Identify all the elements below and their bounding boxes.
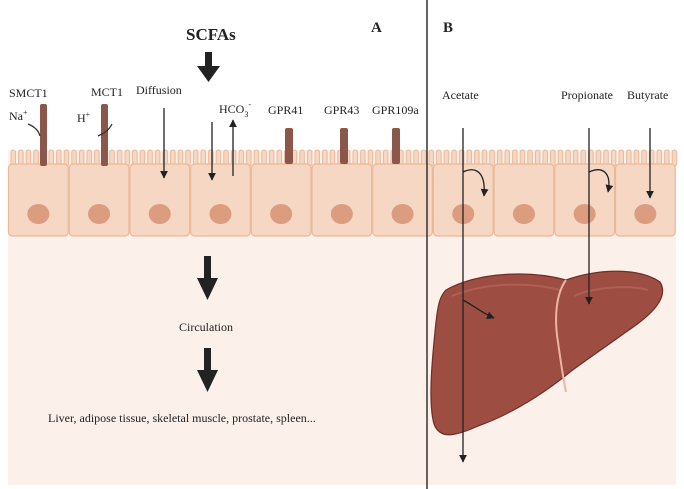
acetate-liver-uptake-arrow <box>462 299 495 320</box>
cell-nucleus <box>270 204 293 224</box>
label-smct1: SMCT1 <box>9 86 48 100</box>
label-na-ion: Na+ <box>9 108 28 123</box>
label-gpr43: GPR43 <box>324 103 359 117</box>
label-gpr109a: GPR109a <box>372 103 419 117</box>
label-circulation: Circulation <box>179 320 233 334</box>
epithelial-cell <box>493 163 555 237</box>
epithelial-cell <box>190 163 251 237</box>
epithelial-cell <box>311 163 373 237</box>
epithelial-cell <box>554 163 616 237</box>
cell-nucleus <box>27 204 50 224</box>
epithelial-cell <box>250 163 312 237</box>
gpr43-receptor <box>340 128 348 164</box>
microvillus <box>610 149 617 167</box>
cell-nucleus <box>634 204 657 224</box>
gpr41-receptor <box>285 128 293 164</box>
microvillus <box>671 149 678 167</box>
down-arrow-icon <box>197 348 218 392</box>
label-mct1: MCT1 <box>91 85 123 99</box>
panel-label-b: B <box>443 20 453 36</box>
epithelial-cell <box>7 163 69 237</box>
epithelial-cell <box>129 163 191 237</box>
label-target-tissues: Liver, adipose tissue, skeletal muscle, … <box>48 411 316 425</box>
na-cotransport-curve <box>27 123 41 137</box>
label-propionate: Propionate <box>561 88 613 102</box>
label-gpr41: GPR41 <box>268 103 303 117</box>
h-cotransport-curve <box>97 123 113 137</box>
label-butyrate: Butyrate <box>627 88 668 102</box>
epithelial-cell-layer <box>7 163 676 237</box>
cell-nucleus <box>148 204 171 224</box>
acetate-colonocyte-uptake-arrow <box>462 169 489 197</box>
label-acetate: Acetate <box>442 88 479 102</box>
gpr109a-receptor <box>392 128 400 164</box>
label-diffusion: Diffusion <box>136 83 182 97</box>
epithelial-cell <box>372 163 434 237</box>
big-down-arrow-icon <box>197 52 220 82</box>
propionate-colonocyte-uptake-arrow <box>588 169 614 193</box>
label-hco3-ion: HCO3- <box>219 100 251 119</box>
down-arrow-icon <box>197 256 218 300</box>
scfa-title: SCFAs <box>186 25 236 44</box>
cell-nucleus <box>88 204 111 224</box>
panel-label-a: A <box>371 20 382 36</box>
cell-nucleus <box>512 204 535 224</box>
mct1-transporter <box>101 104 108 166</box>
cell-nucleus <box>573 204 596 224</box>
cell-nucleus <box>209 204 232 224</box>
epithelial-cell <box>614 163 676 237</box>
epithelial-cell <box>68 163 130 237</box>
microvillus <box>550 149 556 167</box>
cell-nucleus <box>330 204 353 224</box>
smct1-transporter <box>40 104 47 166</box>
label-h-ion: H+ <box>77 110 91 125</box>
cell-nucleus <box>391 204 414 224</box>
